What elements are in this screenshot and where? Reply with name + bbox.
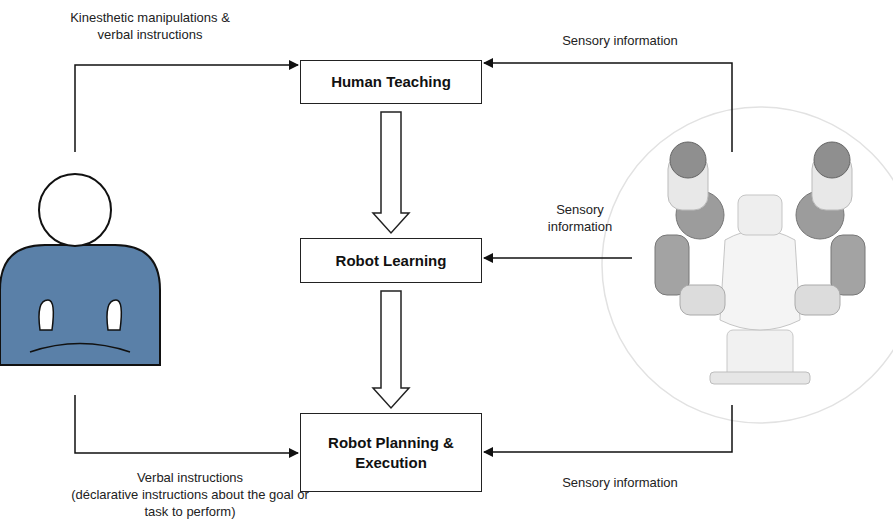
box-title: Robot Planning & Execution: [311, 433, 471, 472]
annotation-label: Sensory information: [500, 33, 740, 50]
instruction-line: [75, 65, 298, 152]
process-box: Human Teaching: [300, 60, 482, 104]
annotation-label: Sensory information: [535, 202, 625, 236]
robot-illustration: [602, 107, 893, 423]
block-arrow: [373, 112, 409, 233]
sensory-line: [484, 63, 732, 152]
instruction-line: [75, 395, 298, 453]
process-box: Robot Learning: [300, 238, 482, 283]
process-box: Robot Planning & Execution: [300, 413, 482, 492]
annotation-label: Verbal instructions: [60, 470, 320, 487]
box-title: Robot Learning: [336, 251, 447, 271]
annotation-label: Kinesthetic manipulations & verbal instr…: [55, 10, 245, 44]
annotation-label: Sensory information: [500, 475, 740, 492]
box-title: Human Teaching: [331, 72, 451, 92]
sensory-line: [484, 257, 632, 259]
sensory-line: [484, 405, 732, 452]
annotation-label: (déclarative instructions about the goal…: [60, 487, 320, 521]
human-figure: [0, 174, 160, 365]
block-arrow: [373, 291, 409, 408]
